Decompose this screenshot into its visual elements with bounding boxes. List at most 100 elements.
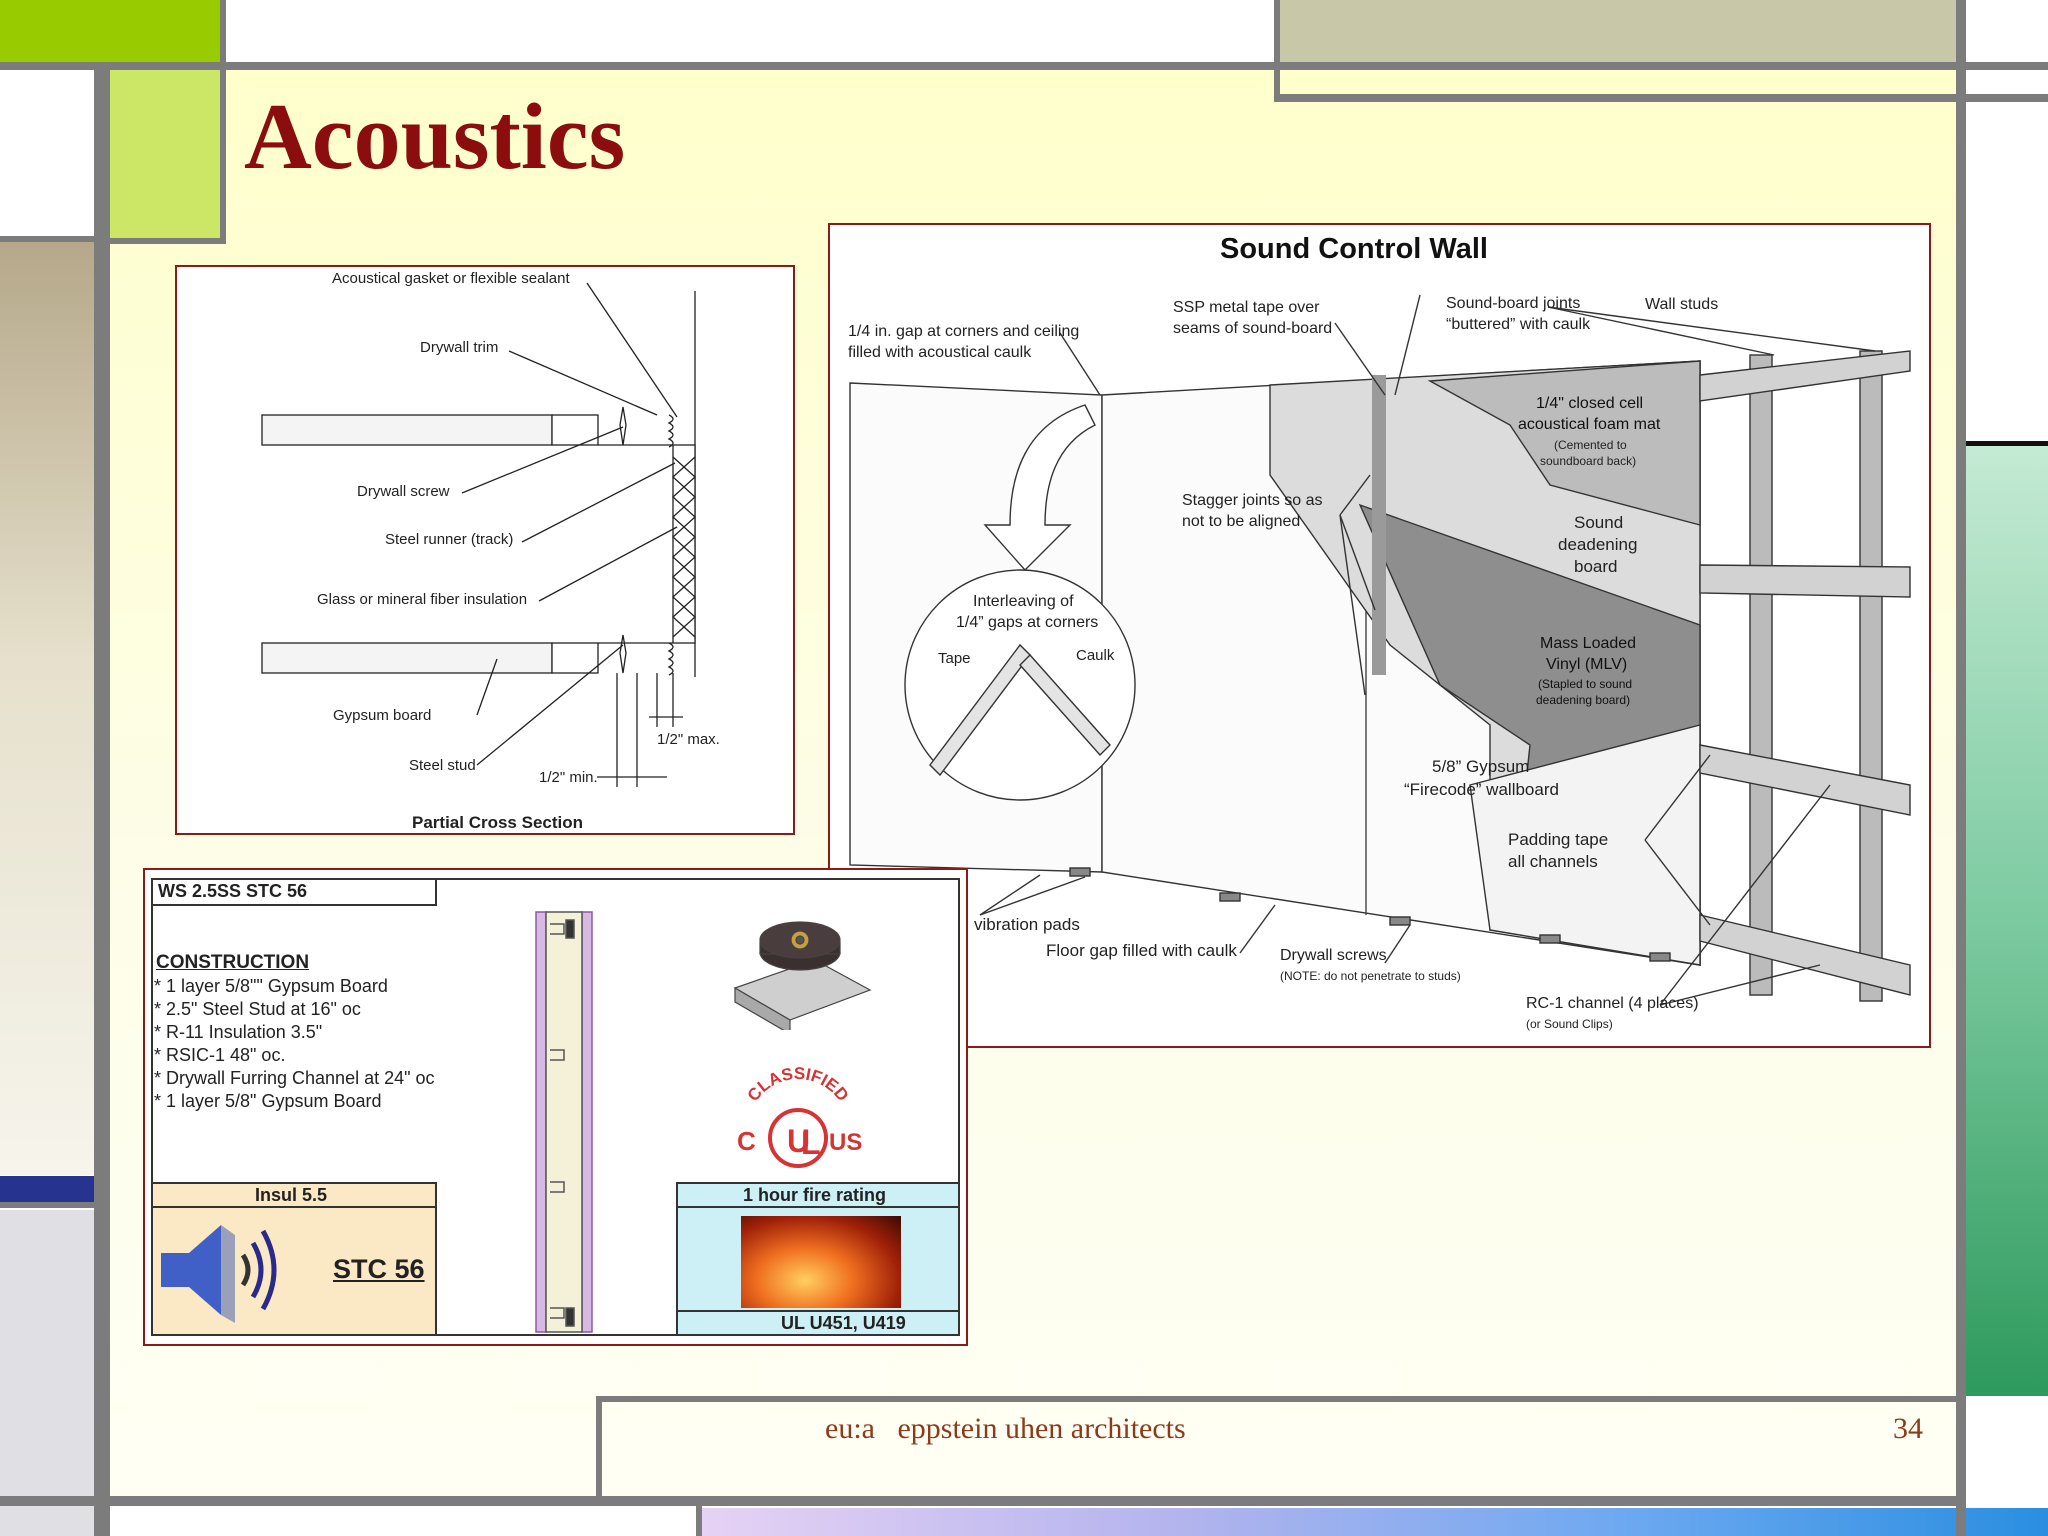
left-blue-stripe xyxy=(0,1176,94,1204)
cross-section-panel: Acoustical gasket or flexible sealant Dr… xyxy=(175,265,795,835)
fire-image xyxy=(741,1216,901,1308)
insul-label-bar xyxy=(151,1182,437,1208)
footer-company: eu:a eppstein uhen architects xyxy=(825,1412,1186,1445)
construction-item: * RSIC-1 48" oc. xyxy=(154,1045,286,1065)
frame-line xyxy=(1274,0,1280,102)
wall-section-drawing xyxy=(535,911,593,1333)
speaker-icon xyxy=(161,1225,277,1323)
frame-line xyxy=(1280,94,2048,102)
label-gap-2: filled with acoustical caulk xyxy=(848,344,1032,361)
label-foam-1: 1/4" closed cell xyxy=(1536,395,1644,412)
label-interleave-2: 1/4” gaps at corners xyxy=(956,614,1099,631)
frame-line xyxy=(94,62,110,1536)
stc-label: STC 56 xyxy=(333,1254,425,1284)
label-min: 1/2" min. xyxy=(539,769,598,786)
label-max: 1/2" max. xyxy=(657,731,720,748)
label-trim: Drywall trim xyxy=(420,339,499,356)
label-screws-2: (NOTE: do not penetrate to studs) xyxy=(1280,969,1461,983)
label-ssp-2: seams of sound-board xyxy=(1173,320,1333,337)
right-green-gradient xyxy=(1966,446,2048,1396)
svg-text:U: U xyxy=(787,1123,810,1159)
label-wall-studs: Wall studs xyxy=(1645,296,1719,313)
label-mlv-3: (Stapled to sound xyxy=(1538,677,1633,691)
label-mlv-1: Mass Loaded xyxy=(1540,635,1637,652)
insul-label: Insul 5.5 xyxy=(255,1185,328,1205)
sound-wall-title: Sound Control Wall xyxy=(1220,233,1488,265)
label-deaden-3: board xyxy=(1574,557,1618,576)
svg-text:CLASSIFIED: CLASSIFIED xyxy=(744,1064,853,1105)
label-floor-gap: Floor gap filled with caulk xyxy=(1046,941,1237,960)
label-deaden-2: deadening xyxy=(1558,535,1638,554)
label-rc1-2: (or Sound Clips) xyxy=(1526,1017,1613,1031)
label-mlv-4: deadening board) xyxy=(1536,693,1631,707)
label-foam-2: acoustical foam mat xyxy=(1518,416,1661,433)
svg-text:US: US xyxy=(829,1129,862,1156)
fire-rating-bar xyxy=(676,1182,960,1208)
frame-line xyxy=(596,1396,602,1506)
ul-listing: UL U451, U419 xyxy=(781,1313,906,1333)
label-insulation: Glass or mineral fiber insulation xyxy=(317,591,528,608)
cross-section-caption: Partial Cross Section xyxy=(412,813,584,832)
frame-line xyxy=(220,0,226,240)
frame-line xyxy=(0,1202,100,1208)
fire-rating-label: 1 hour fire rating xyxy=(743,1185,887,1205)
label-gypsum: Gypsum board xyxy=(333,707,432,724)
ul-classified-logo: CLASSIFIED U L C US xyxy=(737,1064,862,1168)
frame-line xyxy=(0,236,100,242)
slide-title: Acoustics xyxy=(244,85,626,189)
ul-listing-bar xyxy=(676,1310,960,1336)
label-padding-1: Padding tape xyxy=(1508,830,1609,849)
construction-item: * Drywall Furring Channel at 24" oc xyxy=(154,1068,435,1088)
label-interleave-1: Interleaving of xyxy=(973,593,1074,610)
svg-text:L: L xyxy=(801,1125,821,1161)
construction-item: * 1 layer 5/8" Gypsum Board xyxy=(154,1091,382,1111)
label-deaden-1: Sound xyxy=(1574,513,1624,532)
right-black-line xyxy=(1966,441,2048,446)
ul-arc-text: CLASSIFIED xyxy=(744,1064,853,1105)
label-caulk: Caulk xyxy=(1076,647,1115,664)
label-stagger-1: Stagger joints so as xyxy=(1182,492,1323,509)
bottom-gradient-bar xyxy=(700,1508,2048,1536)
frame-line xyxy=(0,62,2048,70)
title-green-block xyxy=(110,70,222,238)
assembly-panel: WS 2.5SS STC 56 CONSTRUCTION * 1 layer 5… xyxy=(143,868,968,1346)
label-runner: Steel runner (track) xyxy=(385,531,514,548)
label-joints-1: Sound-board joints xyxy=(1446,295,1581,312)
label-vibration-pads: vibration pads xyxy=(974,915,1080,934)
frame-line xyxy=(1956,0,1966,1536)
corner-green-block xyxy=(0,0,222,62)
frame-line xyxy=(0,1496,1966,1506)
construction-heading: CONSTRUCTION xyxy=(156,952,310,973)
label-gasket: Acoustical gasket or flexible sealant xyxy=(332,270,570,287)
assembly-header: WS 2.5SS STC 56 xyxy=(158,881,308,901)
left-gray-block xyxy=(0,1210,94,1536)
label-stud: Steel stud xyxy=(409,757,476,774)
sound-wall-panel: Sound Control Wall 1/4 in. gap at corner… xyxy=(828,223,1931,1048)
frame-line xyxy=(110,238,226,244)
frame-line xyxy=(596,1396,1966,1402)
label-joints-2: “buttered” with caulk xyxy=(1446,316,1591,333)
label-padding-2: all channels xyxy=(1508,852,1598,871)
label-rc1-1: RC-1 channel (4 places) xyxy=(1526,995,1699,1012)
label-ssp-1: SSP metal tape over xyxy=(1173,299,1320,316)
label-gypsum-1: 5/8” Gypsum xyxy=(1432,757,1530,776)
svg-text:C: C xyxy=(737,1126,756,1156)
label-foam-4: soundboard back) xyxy=(1540,454,1637,468)
frame-line xyxy=(696,1506,702,1536)
assembly-header-box xyxy=(151,878,437,906)
construction-item: * 2.5" Steel Stud at 16" oc xyxy=(154,999,361,1019)
label-screws-1: Drywall screws xyxy=(1280,947,1387,964)
label-screw: Drywall screw xyxy=(357,483,450,500)
cross-section-drawing xyxy=(261,282,696,787)
label-mlv-2: Vinyl (MLV) xyxy=(1546,656,1628,673)
page-number: 34 xyxy=(1893,1412,1923,1445)
label-tape: Tape xyxy=(938,650,971,667)
label-foam-3: (Cemented to xyxy=(1554,438,1627,452)
label-gap-1: 1/4 in. gap at corners and ceiling xyxy=(848,323,1080,340)
isolation-clip-image xyxy=(733,921,872,1030)
label-stagger-2: not to be aligned xyxy=(1182,513,1301,530)
construction-item: * R-11 Insulation 3.5" xyxy=(154,1022,323,1042)
left-tan-gradient xyxy=(0,240,94,1175)
construction-item: * 1 layer 5/8"" Gypsum Board xyxy=(154,976,388,996)
sound-wall-drawing xyxy=(849,294,1911,1006)
